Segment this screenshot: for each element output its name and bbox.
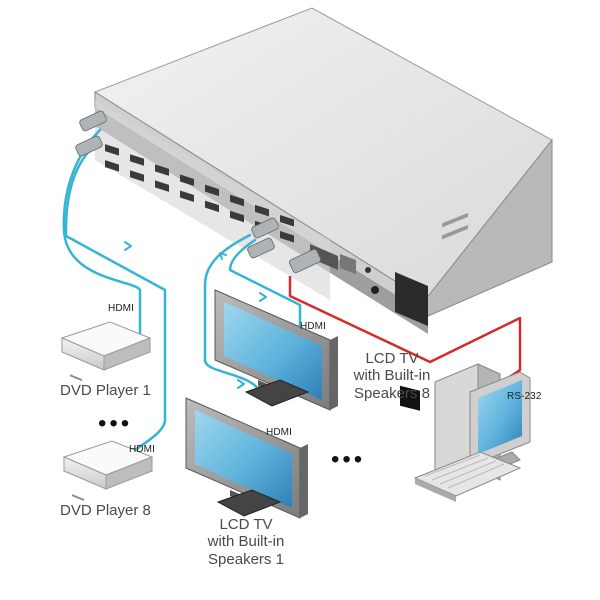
sources-ellipsis: ••• xyxy=(98,410,133,437)
dvd-player-8 xyxy=(62,440,154,501)
lcd-tv-1-line2: with Built-in xyxy=(207,533,285,551)
dvd-player-1-label: DVD Player 1 xyxy=(60,382,151,399)
lcd-tv-8-line3: Speakers 8 xyxy=(354,384,430,402)
rs232-label: RS-232 xyxy=(507,391,542,402)
lcd-tv-1 xyxy=(185,397,308,519)
lcd-tv-1-line1: LCD TV xyxy=(219,516,273,533)
hdmi-label-dvd1: HDMI xyxy=(108,303,134,314)
lcd-tv-1-label: LCD TV with Built-in Speakers 1 xyxy=(196,516,296,568)
hdmi-cable-dvd8 xyxy=(64,148,167,454)
lcd-tv-8-line2: with Built-in xyxy=(353,367,431,385)
lcd-tv-8 xyxy=(214,289,338,411)
rs232-cable xyxy=(288,276,522,380)
hdmi-label-tv1: HDMI xyxy=(266,427,292,438)
hdmi-connectors xyxy=(75,110,321,274)
hdmi-cable-tv1 xyxy=(203,233,264,402)
displays-ellipsis: ••• xyxy=(331,446,366,473)
lcd-tv-1-line3: Speakers 1 xyxy=(208,550,284,568)
hdmi-cables xyxy=(62,128,302,454)
dvd-player-8-label: DVD Player 8 xyxy=(60,502,151,519)
hdmi-cable-tv8 xyxy=(228,238,302,327)
lcd-tv-8-line1: LCD TV xyxy=(365,350,419,367)
lcd-tv-8-label: LCD TV with Built-in Speakers 8 xyxy=(342,350,442,402)
pc-computer xyxy=(413,212,531,502)
hdmi-label-tv8: HDMI xyxy=(300,321,326,332)
hdmi-port-grid xyxy=(105,144,294,243)
hdmi-label-dvd8: HDMI xyxy=(129,444,155,455)
dvd-player-1 xyxy=(60,321,152,382)
